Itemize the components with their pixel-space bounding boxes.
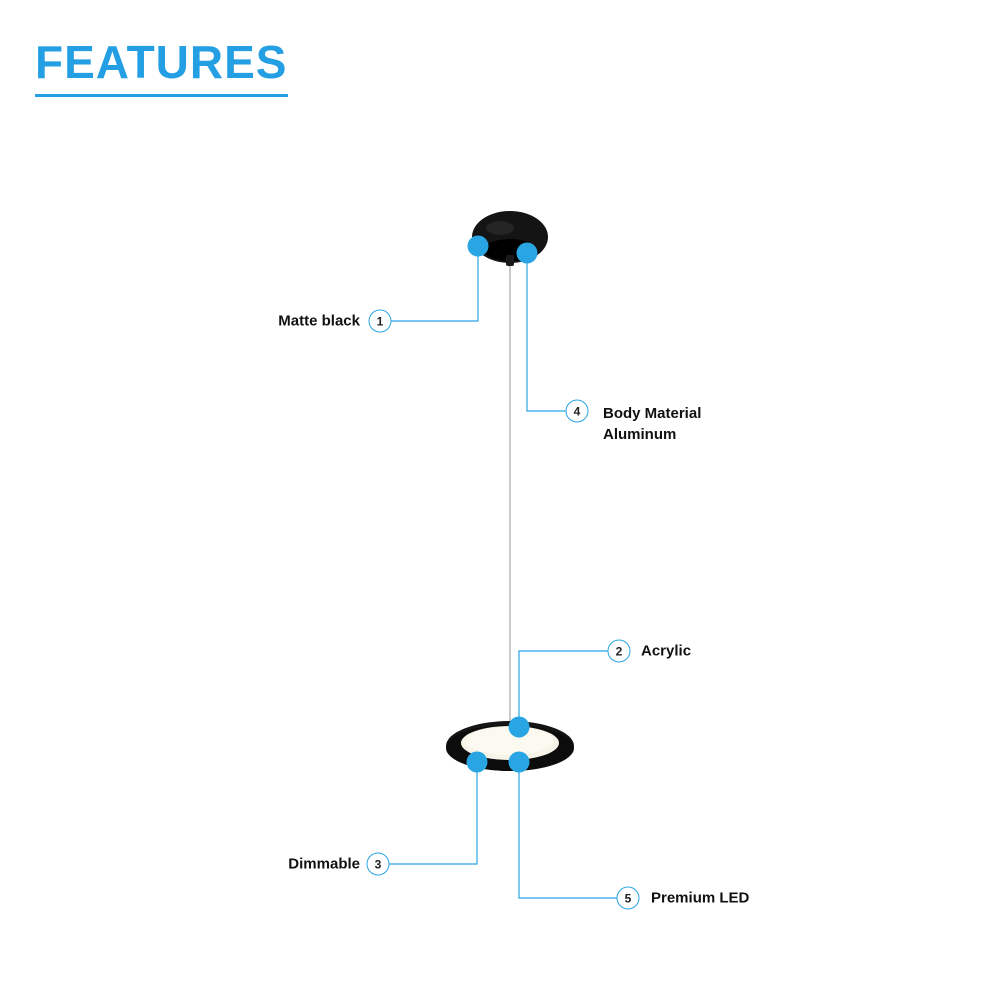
callout-label-acrylic: Acrylic <box>641 642 692 660</box>
anchor-dot-premium-led <box>508 751 530 773</box>
leader-line-2 <box>518 650 608 726</box>
callout-badge-5: 5 <box>616 886 640 910</box>
leader-line-5 <box>518 763 617 899</box>
page-title: FEATURES <box>35 38 288 98</box>
callout-label-premium-led: Premium LED <box>651 889 750 907</box>
anchor-dot-body-material <box>516 242 538 264</box>
callout-badge-4: 4 <box>565 399 589 423</box>
callout-anchor-dots <box>466 235 538 773</box>
callout-leader-lines <box>389 249 617 899</box>
callout-label-body-material: Body Material Aluminum <box>603 405 702 443</box>
anchor-dot-dimmable <box>466 751 488 773</box>
leader-line-1 <box>391 249 479 322</box>
callout-badge-1: 1 <box>368 309 392 333</box>
anchor-dot-matte-black <box>467 235 489 257</box>
callout-badge-3: 3 <box>366 852 390 876</box>
anchor-dot-acrylic <box>508 716 530 738</box>
callout-label-matte-black: Matte black <box>278 312 360 330</box>
callout-badge-2: 2 <box>607 639 631 663</box>
callout-label-dimmable: Dimmable <box>288 855 360 873</box>
leader-line-3 <box>389 763 478 865</box>
leader-line-4 <box>526 255 566 412</box>
